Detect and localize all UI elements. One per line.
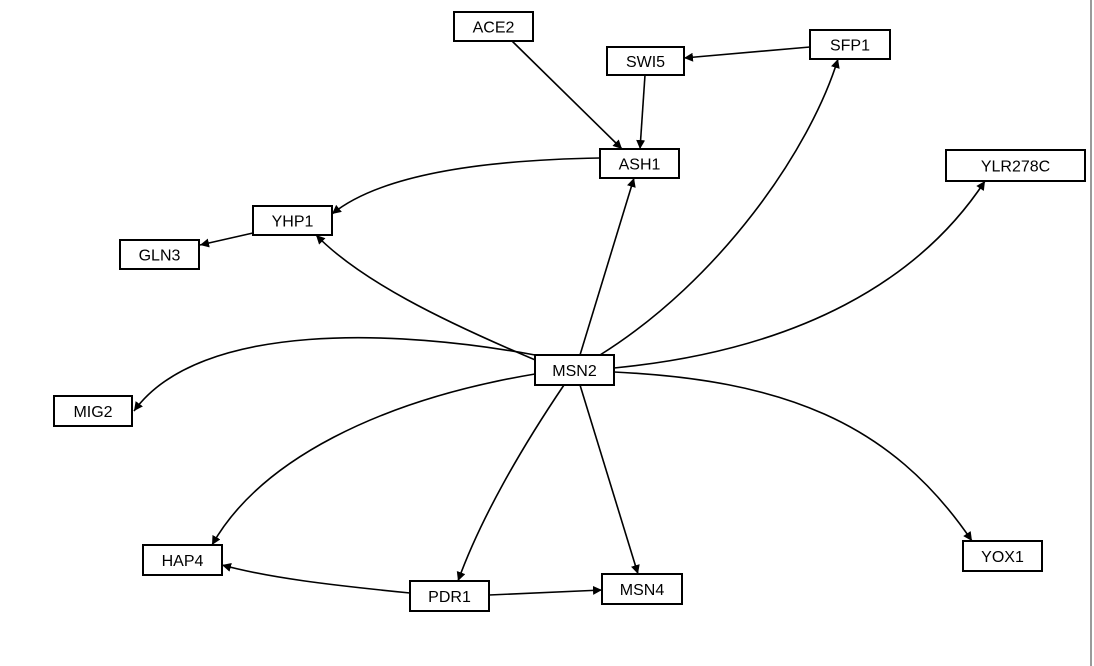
- node-yox1[interactable]: YOX1: [962, 540, 1043, 572]
- node-mig2[interactable]: MIG2: [53, 395, 133, 427]
- node-gln3[interactable]: GLN3: [119, 239, 200, 270]
- node-label: YLR278C: [981, 159, 1050, 176]
- node-hap4[interactable]: HAP4: [142, 544, 223, 576]
- node-ace2[interactable]: ACE2: [453, 11, 534, 42]
- node-box: [945, 149, 1086, 182]
- edge-pdr1-to-msn4: [488, 585, 603, 596]
- edge-msn2-to-yox1: [613, 371, 973, 542]
- node-box: [599, 148, 680, 179]
- node-label: SFP1: [830, 38, 870, 55]
- edge-msn2-to-yhp1: [315, 234, 541, 363]
- edge-msn2-to-ash1: [579, 177, 636, 356]
- node-swi5[interactable]: SWI5: [606, 46, 685, 76]
- node-label: GLN3: [139, 248, 181, 265]
- node-box: [119, 239, 200, 270]
- edge-msn2-to-hap4: [211, 373, 536, 546]
- node-msn4[interactable]: MSN4: [601, 573, 683, 605]
- right-border: [1090, 0, 1092, 666]
- node-pdr1[interactable]: PDR1: [409, 580, 490, 612]
- edge-sfp1-to-swi5: [683, 46, 811, 62]
- edge-layer: [133, 40, 986, 596]
- edge-swi5-to-ash1: [636, 74, 646, 150]
- edge-msn2-to-msn4: [579, 384, 640, 575]
- node-box: [962, 540, 1043, 572]
- edge-msn2-to-mig2: [133, 336, 536, 412]
- node-box: [453, 11, 534, 42]
- node-msn2[interactable]: MSN2: [534, 354, 615, 386]
- node-box: [252, 205, 333, 236]
- node-label: ACE2: [473, 20, 515, 37]
- node-label: MSN4: [620, 582, 665, 599]
- node-label: PDR1: [428, 589, 471, 606]
- node-label: HAP4: [162, 553, 204, 570]
- node-box: [409, 580, 490, 612]
- edge-msn2-to-pdr1: [456, 384, 565, 582]
- node-sfp1[interactable]: SFP1: [809, 29, 891, 60]
- node-label: YOX1: [981, 549, 1024, 566]
- node-label: YHP1: [272, 214, 314, 231]
- node-box: [534, 354, 615, 386]
- node-ylr278c[interactable]: YLR278C: [945, 149, 1086, 182]
- node-box: [142, 544, 223, 576]
- edge-ash1-to-yhp1: [331, 157, 601, 215]
- node-label: MIG2: [73, 404, 112, 421]
- node-box: [606, 46, 685, 76]
- edge-pdr1-to-hap4: [221, 563, 411, 594]
- node-label: SWI5: [626, 54, 665, 71]
- edge-yhp1-to-gln3: [199, 232, 254, 248]
- edge-ace2-to-ash1: [511, 40, 623, 150]
- node-box: [809, 29, 891, 60]
- edge-msn2-to-ylr278c: [613, 180, 986, 369]
- node-label: MSN2: [552, 363, 597, 380]
- node-label: ASH1: [619, 157, 661, 174]
- node-ash1[interactable]: ASH1: [599, 148, 680, 179]
- node-box: [53, 395, 133, 427]
- node-box: [601, 573, 683, 605]
- node-yhp1[interactable]: YHP1: [252, 205, 333, 236]
- edge-msn2-to-sfp1: [599, 58, 840, 356]
